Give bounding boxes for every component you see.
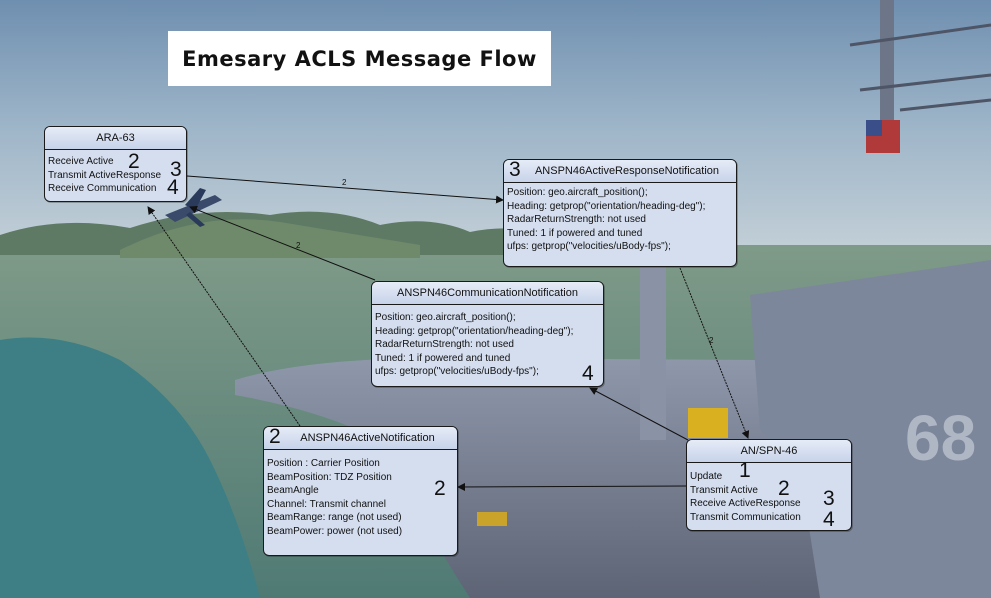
spn46-step-mark: 1 bbox=[739, 459, 751, 482]
active-line: BeamPower: power (not used) bbox=[267, 525, 403, 537]
arrow-spn46-to-active bbox=[457, 482, 687, 491]
active-line: BeamRange: range (not used) bbox=[267, 512, 402, 523]
arrow-response-to-spn46 bbox=[679, 267, 750, 439]
ara63-step-mark: 2 bbox=[128, 150, 140, 173]
ara63-title: ARA-63 bbox=[96, 132, 135, 144]
ara63-step-mark: 3 bbox=[170, 158, 182, 181]
communication-line: Heading: getprop("orientation/heading-de… bbox=[375, 325, 574, 337]
response-line: ufps: getprop("velocities/uBody-fps"); bbox=[507, 241, 671, 252]
island-tower bbox=[880, 0, 894, 150]
communication-line: Tuned: 1 if powered and tuned bbox=[375, 352, 511, 364]
spn46-line: Receive ActiveResponse bbox=[690, 498, 801, 509]
ara63-line: Receive Communication bbox=[48, 183, 157, 194]
response-line: Position: geo.aircraft_position(); bbox=[507, 187, 648, 198]
ara63-line: Receive Active bbox=[48, 156, 114, 167]
active-body: Position : Carrier Position BeamPosition… bbox=[264, 450, 457, 541]
edge-label: 2 bbox=[709, 336, 714, 345]
communication-notification-node: ANSPN46CommunicationNotification Positio… bbox=[371, 281, 604, 387]
edge-label: 2 bbox=[296, 241, 301, 250]
communication-header: ANSPN46CommunicationNotification bbox=[372, 282, 603, 305]
tow-tractor bbox=[477, 512, 507, 526]
spn46-node: AN/SPN-46 Update Transmit Active Receive… bbox=[686, 439, 852, 531]
active-notification-node: 2 ANSPN46ActiveNotification Position : C… bbox=[263, 425, 458, 556]
deck-equipment bbox=[688, 408, 728, 438]
ara63-step-mark: 4 bbox=[167, 176, 179, 199]
mast-yards bbox=[849, 23, 991, 112]
active-line: Channel: Transmit channel bbox=[267, 498, 386, 510]
active-line: Position : Carrier Position bbox=[267, 458, 380, 469]
arrow-ara63-to-response bbox=[186, 175, 504, 204]
hull-number: 68 bbox=[905, 402, 976, 474]
response-title: ANSPN46ActiveResponseNotification bbox=[534, 165, 720, 177]
active-step-mark: 2 bbox=[434, 477, 446, 500]
spn46-step-mark: 4 bbox=[823, 508, 835, 531]
communication-title: ANSPN46CommunicationNotification bbox=[397, 287, 578, 299]
spn46-header: AN/SPN-46 bbox=[687, 440, 851, 463]
spn46-step-mark: 2 bbox=[778, 477, 790, 500]
response-step-number: 3 bbox=[509, 158, 521, 181]
active-step-number: 2 bbox=[269, 425, 281, 448]
active-line: BeamPosition: TDZ Position bbox=[267, 471, 392, 483]
spn46-title: AN/SPN-46 bbox=[740, 445, 798, 457]
communication-body: Position: geo.aircraft_position(); Headi… bbox=[372, 305, 603, 382]
spn46-line: Transmit Active bbox=[690, 484, 758, 496]
response-line: Tuned: 1 if powered and tuned bbox=[507, 227, 643, 239]
response-line: Heading: getprop("orientation/heading-de… bbox=[507, 200, 706, 212]
communication-line: RadarReturnStrength: not used bbox=[375, 339, 514, 350]
edge-label: 2 bbox=[342, 178, 347, 187]
arrow-communication-to-ara63 bbox=[189, 205, 376, 281]
active-header: 2 ANSPN46ActiveNotification bbox=[264, 425, 457, 450]
page-title: Emesary ACLS Message Flow bbox=[168, 31, 551, 86]
ara63-header: ARA-63 bbox=[45, 127, 186, 150]
active-title: ANSPN46ActiveNotification bbox=[300, 432, 435, 444]
active-line: BeamAngle bbox=[267, 485, 319, 496]
spn46-line: Update bbox=[690, 471, 723, 482]
arrow-active-to-ara63 bbox=[147, 206, 301, 427]
shoreline-water bbox=[0, 337, 260, 598]
response-header: 3 ANSPN46ActiveResponseNotification bbox=[504, 158, 736, 183]
spn46-body: Update Transmit Active Receive ActiveRes… bbox=[687, 463, 851, 527]
ara63-node: ARA-63 Receive Active Transmit ActiveRes… bbox=[44, 126, 187, 202]
communication-line: Position: geo.aircraft_position(); bbox=[375, 312, 516, 323]
response-notification-node: 3 ANSPN46ActiveResponseNotification Posi… bbox=[503, 158, 737, 267]
spn46-step-mark: 3 bbox=[823, 487, 835, 510]
spn46-line: Transmit Communication bbox=[690, 511, 801, 523]
arrow-spn46-to-communication bbox=[589, 387, 689, 441]
flag bbox=[866, 120, 900, 153]
response-body: Position: geo.aircraft_position(); Headi… bbox=[504, 183, 736, 257]
ara63-line: Transmit ActiveResponse bbox=[48, 169, 162, 181]
mast bbox=[640, 250, 666, 440]
communication-line: ufps: getprop("velocities/uBody-fps"); bbox=[375, 366, 539, 377]
ara63-body: Receive Active Transmit ActiveResponse R… bbox=[45, 150, 186, 199]
communication-step-mark: 4 bbox=[582, 362, 594, 385]
response-line: RadarReturnStrength: not used bbox=[507, 214, 646, 225]
